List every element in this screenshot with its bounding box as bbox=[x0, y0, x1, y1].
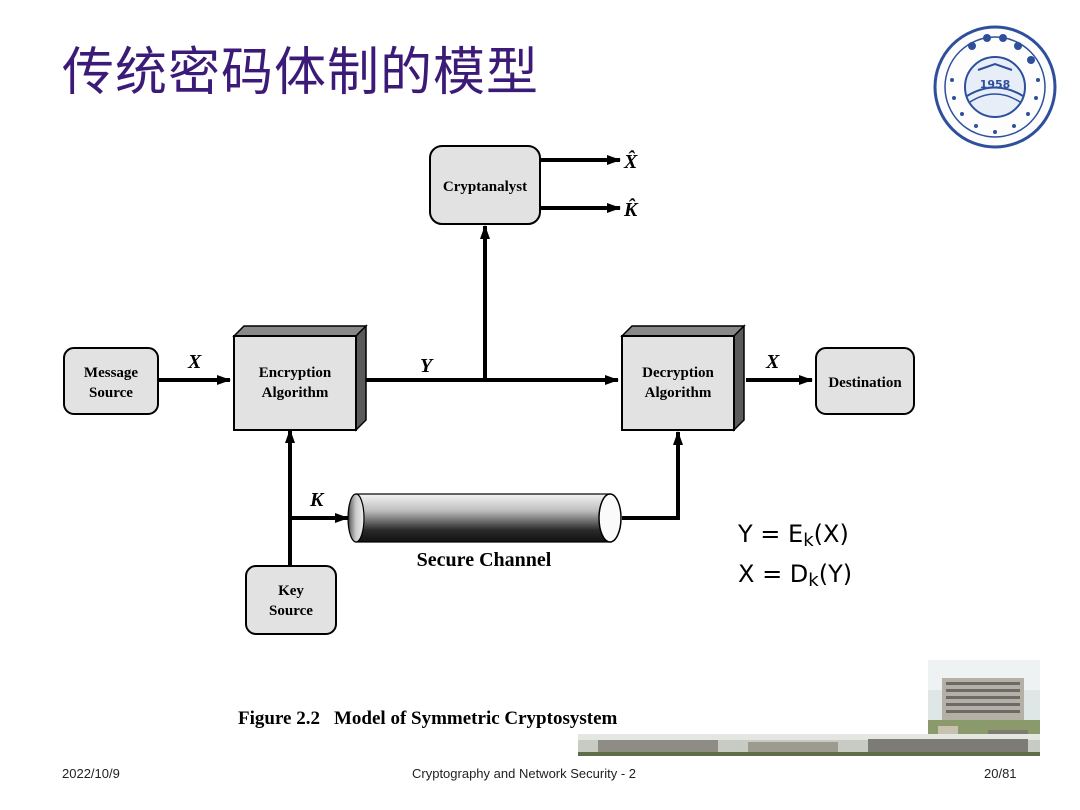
footer-course: Cryptography and Network Security - 2 bbox=[412, 766, 636, 781]
logo-year: 1958 bbox=[980, 78, 1011, 91]
label-x-hat: X̂ bbox=[623, 149, 638, 173]
node-cryptanalyst: Cryptanalyst bbox=[429, 145, 541, 225]
svg-text:Message: Message bbox=[84, 365, 138, 381]
label-secure-channel: Secure Channel bbox=[417, 549, 552, 571]
label-y-ciphertext: Y bbox=[420, 355, 434, 377]
node-key-source: Key Source bbox=[245, 565, 337, 635]
node-encryption-algorithm: Encryption Algorithm bbox=[232, 324, 368, 432]
formula-encryption-sub: k bbox=[803, 530, 814, 551]
node-message-source-line1: Message bbox=[84, 365, 138, 381]
node-encryption-line2: Algorithm bbox=[262, 385, 329, 401]
formula-encryption-lhs: Y = E bbox=[738, 520, 804, 548]
node-key-source-line2: Source bbox=[269, 603, 313, 619]
formula-decryption-lhs: X = D bbox=[738, 560, 809, 588]
svg-text:Source: Source bbox=[89, 385, 133, 401]
label-x-input: X bbox=[187, 351, 202, 373]
svg-text:Algorithm: Algorithm bbox=[262, 385, 329, 401]
formula-decryption-rhs: (Y) bbox=[818, 560, 853, 588]
campus-strip-photo bbox=[578, 734, 1040, 756]
svg-text:Source: Source bbox=[269, 603, 313, 619]
label-k-hat: K̂ bbox=[623, 197, 639, 221]
caption-number: Figure 2.2 bbox=[238, 708, 320, 729]
node-decryption-line2: Algorithm bbox=[645, 385, 712, 401]
label-x-output: X bbox=[765, 351, 780, 373]
formula-decryption-sub: k bbox=[808, 570, 819, 591]
university-seal-icon: 1958 bbox=[933, 25, 1057, 149]
node-message-source: Message Source bbox=[63, 347, 159, 415]
svg-text:Algorithm: Algorithm bbox=[645, 385, 712, 401]
edge-channel-to-decryption bbox=[622, 431, 683, 520]
secure-channel-cylinder bbox=[347, 493, 622, 543]
node-cryptanalyst-label: Cryptanalyst bbox=[443, 179, 527, 195]
label-k-key: K bbox=[309, 489, 325, 511]
slide-title: 传统密码体制的模型 bbox=[62, 43, 540, 103]
svg-text:Encryption: Encryption bbox=[259, 365, 332, 381]
footer-page-number: 20/81 bbox=[984, 766, 1017, 781]
node-message-source-line2: Source bbox=[89, 385, 133, 401]
node-destination: Destination bbox=[815, 347, 915, 415]
caption-text: Model of Symmetric Cryptosystem bbox=[334, 708, 618, 729]
node-decryption-line1: Decryption bbox=[642, 365, 714, 381]
footer-date: 2022/10/9 bbox=[62, 766, 120, 781]
formula-encryption-rhs: (X) bbox=[813, 520, 849, 548]
svg-text:Key: Key bbox=[278, 583, 304, 599]
node-decryption-algorithm: Decryption Algorithm bbox=[620, 324, 746, 432]
svg-text:Decryption: Decryption bbox=[642, 365, 714, 381]
node-destination-label: Destination bbox=[828, 375, 902, 391]
node-key-source-line1: Key bbox=[278, 583, 304, 599]
formula-encryption: Y = Ek(X) bbox=[738, 520, 849, 551]
node-encryption-line1: Encryption bbox=[259, 365, 332, 381]
formula-decryption: X = Dk(Y) bbox=[738, 560, 852, 591]
